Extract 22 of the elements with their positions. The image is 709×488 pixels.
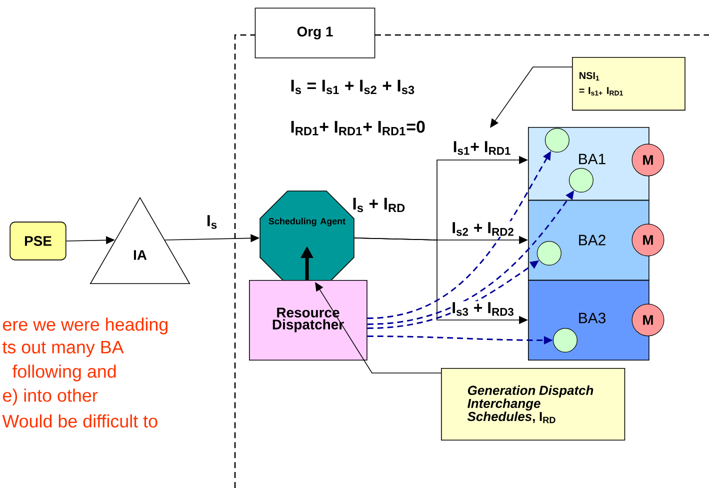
note-box: Generation Dispatch Interchange Schedules, I$_{RD}$ [441, 368, 626, 441]
note-text: ts out many BA [2, 340, 124, 358]
equation: I$_{s}$ = I$_{s1}$ + I$_{s2}$ + I$_{s3}$ [291, 80, 414, 94]
edge-label: I$_{s}$ [205, 214, 219, 230]
circle [568, 168, 594, 193]
leader-line [490, 66, 572, 128]
edge-label: I$_{s2}$ + I$_{RD2}$ [450, 221, 516, 237]
circle [552, 328, 578, 352]
note-text: ere we were heading [2, 318, 168, 334]
note-text: Would be difficult to [2, 414, 158, 428]
process-box: PSE [10, 222, 66, 260]
edge-label: I$_{s1}$+ I$_{RD1}$ [452, 140, 512, 156]
note-text: e) into other [2, 388, 98, 406]
equation: I$_{RD1}$+ I$_{RD1}$+ I$_{RD1}$=0 [291, 120, 425, 136]
leader-line [315, 282, 442, 374]
edge-label: I$_{s3}$ + I$_{RD3}$ [450, 301, 516, 317]
circle [536, 240, 562, 266]
note-text: following and [12, 364, 116, 382]
flow-label: I$_{s}$ + I$_{RD}$ [353, 198, 405, 212]
org-label-box: Org 1 [254, 8, 376, 58]
note-box: NSI$_{1}$ = I$_{s1+}$ I$_{RD1}$ [572, 57, 686, 111]
circle [544, 128, 570, 153]
